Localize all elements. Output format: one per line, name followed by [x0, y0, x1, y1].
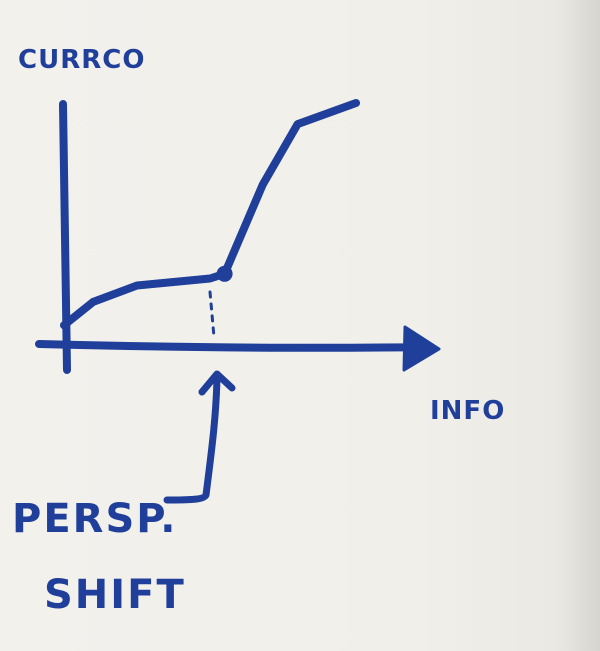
- y-axis-line: [59, 100, 71, 374]
- annotation-arrow: [163, 374, 221, 504]
- annotation-persp: PERSP.: [12, 496, 177, 542]
- x-axis-label: INFO: [430, 396, 505, 426]
- x-axis-arrowhead: [402, 325, 441, 372]
- page-edge-shadow: [558, 0, 600, 651]
- knee-point: [216, 265, 233, 282]
- annotation-arrowhead: [198, 370, 236, 396]
- x-axis-line: [35, 340, 431, 352]
- y-axis-label: CURRCO: [18, 45, 145, 75]
- knee-guide-line: [208, 290, 216, 339]
- annotation-shift: SHIFT: [44, 572, 186, 618]
